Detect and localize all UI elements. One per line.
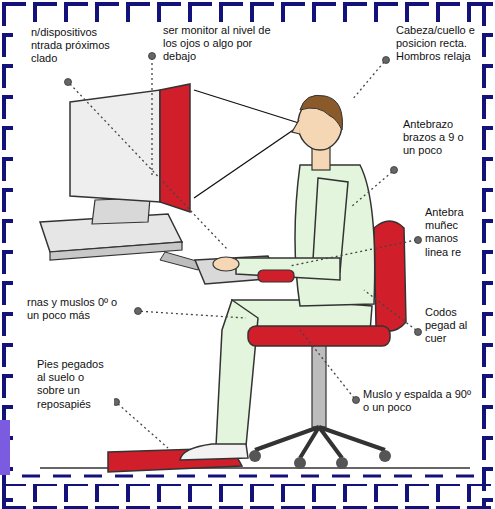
frame-bottom xyxy=(0,484,495,509)
sight-line xyxy=(194,90,302,124)
chair-seat xyxy=(248,326,390,346)
frame-top xyxy=(0,0,495,23)
label-holder: rnas y muslos 0º o un poco más xyxy=(26,296,130,322)
callout-label: Antebrazo brazos a 9 o un poco xyxy=(402,118,478,158)
monitor-stand xyxy=(92,198,150,224)
label-holder: Muslo y espalda a 90º o un poco xyxy=(362,388,474,414)
chair-base xyxy=(255,427,385,458)
sight-line xyxy=(194,124,302,198)
hand xyxy=(213,257,239,271)
chair-wheel xyxy=(294,457,306,469)
shin xyxy=(216,300,258,446)
chair-wheel xyxy=(249,450,261,462)
label-holder: n/dispositivos ntrada próximos clado xyxy=(30,26,122,66)
monitor-screen xyxy=(160,84,190,212)
chair-column xyxy=(312,345,326,427)
frame-dash xyxy=(22,475,478,478)
tray-arm xyxy=(160,252,200,270)
label-holder: Cabeza/cuello e posicion recta. Hombros … xyxy=(395,24,479,64)
callout-label: Antebra muñec manos linea re xyxy=(424,206,479,259)
label-holder: Antebra muñec manos linea re xyxy=(424,206,479,259)
callout-label: n/dispositivos ntrada próximos clado xyxy=(30,26,122,66)
label-holder: Antebrazo brazos a 9 o un poco xyxy=(402,118,478,158)
callout-label: Cabeza/cuello e posicion recta. Hombros … xyxy=(395,24,479,64)
wrist-pad xyxy=(258,270,294,282)
callout-label: Pies pegados al suelo o sobre un reposap… xyxy=(36,358,114,411)
chair-wheel xyxy=(336,457,348,469)
torso xyxy=(295,165,375,306)
frame-left xyxy=(0,0,15,509)
frame-right xyxy=(481,0,495,509)
label-holder: Pies pegados al suelo o sobre un reposap… xyxy=(36,358,114,411)
monitor-body xyxy=(70,90,160,202)
callout-label: Codos pegad al cuer xyxy=(424,306,479,346)
floor-line xyxy=(40,467,470,469)
callout-label: rnas y muslos 0º o un poco más xyxy=(26,296,130,322)
leader-dots xyxy=(65,53,422,406)
chair-back xyxy=(374,221,406,331)
chair-wheel xyxy=(379,450,391,462)
nose xyxy=(292,120,300,134)
label-holder: ser monitor al nivel de los ojos o algo … xyxy=(162,24,274,64)
label-holder: Codos pegad al cuer xyxy=(424,306,479,346)
callout-label: Muslo y espalda a 90º o un poco xyxy=(362,388,474,414)
frame-corner xyxy=(0,420,10,475)
hair xyxy=(300,95,342,130)
callout-label: ser monitor al nivel de los ojos o algo … xyxy=(162,24,274,64)
shoe xyxy=(180,444,248,460)
